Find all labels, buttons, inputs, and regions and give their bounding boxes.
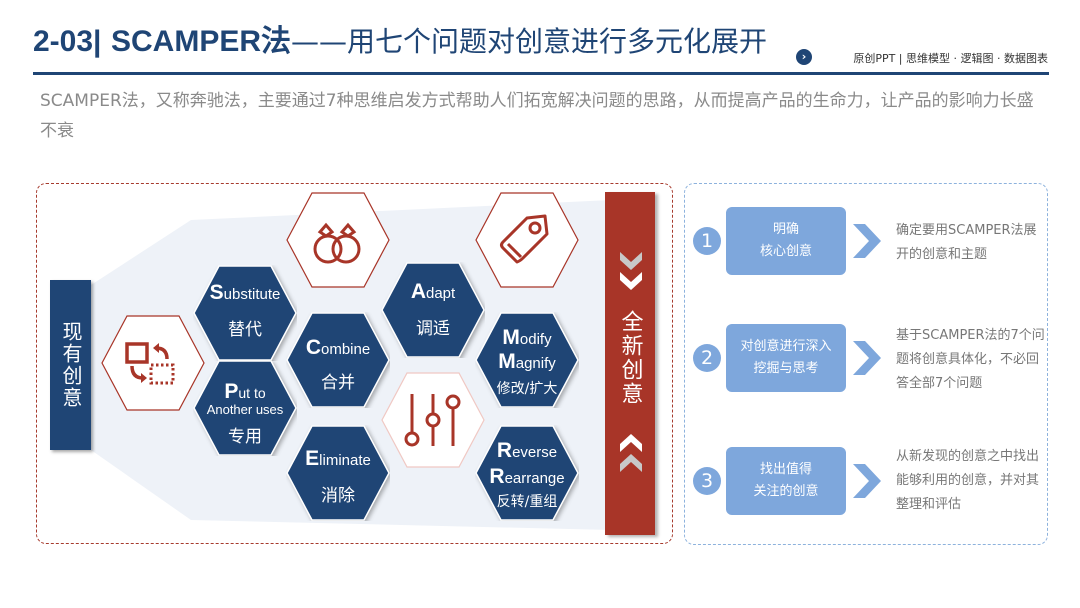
combine-en: ombine xyxy=(320,341,371,358)
chevron-right-icon xyxy=(853,224,881,258)
step-card: 找出值得关注的创意 xyxy=(726,447,846,515)
chevron-right-icon[interactable]: › xyxy=(796,49,812,65)
step-card: 对创意进行深入挖掘与思考 xyxy=(726,324,846,392)
rings-icon xyxy=(313,222,361,264)
existing-idea-bar: 现有创意 xyxy=(50,280,91,450)
step-description: 基于SCAMPER法的7个问题将创意具体化，不必回答全部7个问题 xyxy=(896,328,1045,391)
letter-r2: R xyxy=(489,465,505,488)
title-underline xyxy=(33,72,1049,75)
reverse-rearrange-cn: 反转/重组 xyxy=(496,494,558,510)
intro-text: SCAMPER法，又称奔驰法，主要通过7种思维启发方式帮助人们拓宽解决问题的思路… xyxy=(40,91,1034,141)
letter-p: P xyxy=(224,380,239,403)
title-method: SCAMPER法 xyxy=(111,25,292,58)
tag-hex xyxy=(475,192,579,288)
step-3: 3 找出值得关注的创意 从新发现的创意之中找出能够利用的创意，并对其整理和评估 xyxy=(693,447,1053,517)
page-title: 2-03| SCAMPER法——用七个问题对创意进行多元化展开 xyxy=(33,22,767,62)
combine-hex[interactable]: Combine 合并 xyxy=(286,312,390,408)
letter-a: A xyxy=(410,280,426,303)
chevron-right-icon xyxy=(853,464,881,498)
step-card: 明确核心创意 xyxy=(726,207,846,275)
magnify-en: agnify xyxy=(515,355,556,372)
modify-en: odify xyxy=(519,331,552,348)
rearrange-en: earrange xyxy=(504,470,565,487)
reverse-en: everse xyxy=(512,444,558,461)
steps-frame xyxy=(684,183,1048,545)
put-to-another-uses-hex[interactable]: Put to Another uses 专用 xyxy=(193,360,297,456)
another-uses-en: Another uses xyxy=(206,402,284,417)
title-separator: | xyxy=(93,25,102,58)
sliders-hex xyxy=(381,372,485,468)
title-code: 2-03 xyxy=(33,25,94,58)
sliders-icon xyxy=(404,394,461,447)
letter-m2: M xyxy=(498,350,516,373)
new-idea-bar: 全新创意 xyxy=(605,192,655,535)
step-number: 2 xyxy=(693,344,721,372)
letter-e: E xyxy=(305,447,320,470)
step-title-line2: 关注的创意 xyxy=(753,484,819,499)
step-title-line1: 对创意进行深入 xyxy=(740,339,832,354)
chevron-right-icon xyxy=(853,341,881,375)
existing-idea-label: 现有创意 xyxy=(59,321,83,409)
swap-icon xyxy=(125,342,175,385)
adapt-en: dapt xyxy=(425,285,456,302)
step-description: 从新发现的创意之中找出能够利用的创意，并对其整理和评估 xyxy=(896,449,1040,512)
step-title-line2: 挖掘与思考 xyxy=(753,361,819,376)
letter-c: C xyxy=(305,336,321,359)
put-to-en: ut to xyxy=(238,385,266,401)
title-subtitle: 用七个问题对创意进行多元化展开 xyxy=(347,25,768,58)
chevron-down-double-icon xyxy=(620,252,642,290)
tag-icon xyxy=(500,214,549,264)
step-title-line1: 找出值得 xyxy=(759,462,812,477)
step-title-line1: 明确 xyxy=(772,222,799,237)
modify-magnify-hex[interactable]: Modify Magnify 修改/扩大 xyxy=(475,312,579,408)
step-number: 3 xyxy=(693,467,721,495)
new-idea-label: 全新创意 xyxy=(617,310,643,406)
eliminate-hex[interactable]: Eliminate 消除 xyxy=(286,425,390,521)
substitute-en: ubstitute xyxy=(223,286,281,303)
scamper-diagram-frame xyxy=(36,183,673,544)
step-description: 确定要用SCAMPER法展开的创意和主题 xyxy=(896,223,1037,262)
letter-m1: M xyxy=(502,326,520,349)
combine-cn: 合并 xyxy=(321,373,355,393)
swap-hex xyxy=(101,315,205,411)
eliminate-en: liminate xyxy=(319,452,371,469)
step-2: 2 对创意进行深入挖掘与思考 基于SCAMPER法的7个问题将创意具体化，不必回… xyxy=(693,324,1053,394)
modify-magnify-cn: 修改/扩大 xyxy=(496,381,558,397)
eliminate-cn: 消除 xyxy=(321,486,355,506)
substitute-hex[interactable]: Substitute 替代 xyxy=(193,265,297,361)
chevron-up-double-icon xyxy=(620,434,642,472)
put-to-another-uses-cn: 专用 xyxy=(228,427,262,447)
step-title-line2: 核心创意 xyxy=(759,244,812,259)
rings-hex xyxy=(286,192,390,288)
adapt-hex[interactable]: Adapt 调适 xyxy=(381,262,485,358)
reverse-rearrange-hex[interactable]: Reverse Rearrange 反转/重组 xyxy=(475,425,579,521)
tagline: 原创PPT | 思维模型 · 逻辑图 · 数据图表 xyxy=(853,52,1048,65)
letter-r1: R xyxy=(496,439,513,462)
letter-s: S xyxy=(209,281,224,304)
substitute-cn: 替代 xyxy=(228,320,262,340)
step-1: 1 明确核心创意 确定要用SCAMPER法展开的创意和主题 xyxy=(693,207,1053,277)
step-number: 1 xyxy=(693,227,721,255)
title-dash: —— xyxy=(291,25,348,58)
adapt-cn: 调适 xyxy=(416,319,450,339)
